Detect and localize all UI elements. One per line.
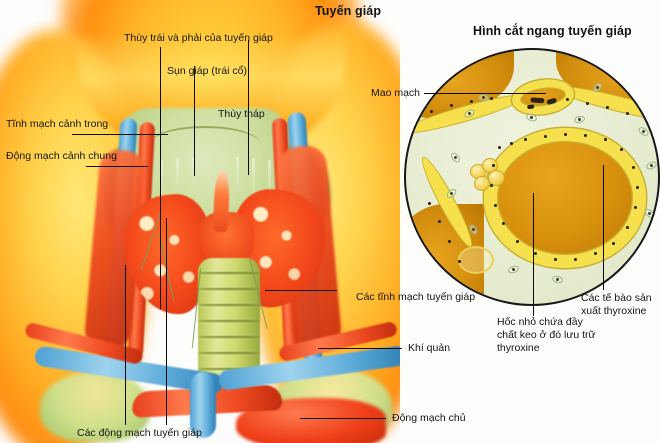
label-thyroid-cartilage: Sụn giáp (trái cổ) [167,65,247,77]
page-title-left: Tuyến giáp [315,4,382,18]
leader-pyramidal [248,40,249,175]
thyroid-cross-section [404,48,660,306]
label-common-carotid-artery: Động mạch cảnh chung [6,150,117,162]
leader-common-carotid [86,166,148,167]
cartilage-stripe [268,160,271,204]
page-title-right: Hình cắt ngang tuyến giáp [473,24,632,38]
label-thyroid-veins: Các tĩnh mạch tuyến giáp [356,291,476,303]
trachea [198,258,260,386]
label-colloid-line2: chất keo ở đó lưu trữ [497,329,596,341]
label-thyroid-lobes: Thùy trái và phải của tuyến giáp [124,32,273,44]
label-internal-jugular-vein: Tĩnh mạch cảnh trong [6,118,109,130]
small-follicle-cluster [470,158,505,192]
label-pyramidal-lobe: Thùy tháp [218,108,265,120]
leader-cartilage [194,66,195,176]
superior-vena-cava [190,372,216,438]
leader-thyroxine-cells [603,165,604,290]
label-thyroxine-cells-line2: xuất thyroxine [581,305,647,317]
label-trachea: Khí quản [408,342,451,354]
leader-internal-jugular [72,134,168,135]
label-thyroxine-cells-line1: Các tế bào sản [581,292,652,304]
leader-thyroid-veins [265,290,337,291]
cartilage-stripe [176,158,179,202]
label-aorta: Động mạch chủ [392,412,466,424]
leader-aorta [300,418,386,419]
leader-colloid [533,193,534,316]
cartilage-notch [150,126,260,162]
label-thyroid-arteries: Các động mạch tuyến giáp [77,427,202,439]
cartilage-stripe [252,158,255,202]
cartilage-stripe [192,157,195,201]
label-colloid-line1: Hốc nhỏ chứa đầy [497,316,583,328]
label-colloid-line3: thyroxine [497,342,540,354]
leader-thyroid-arteries-a [125,265,126,425]
cartilage-stripe [160,160,163,204]
leader-thyroid-arteries-b [166,218,167,425]
resorbing-follicle [458,246,494,274]
leader-trachea [318,348,402,349]
leader-capillary [424,93,546,94]
label-capillary: Mao mạch [371,87,421,99]
neck-illustration [0,0,400,443]
leader-lobes [160,47,161,309]
section-circle [404,48,660,306]
cartilage-stripe [236,157,239,201]
